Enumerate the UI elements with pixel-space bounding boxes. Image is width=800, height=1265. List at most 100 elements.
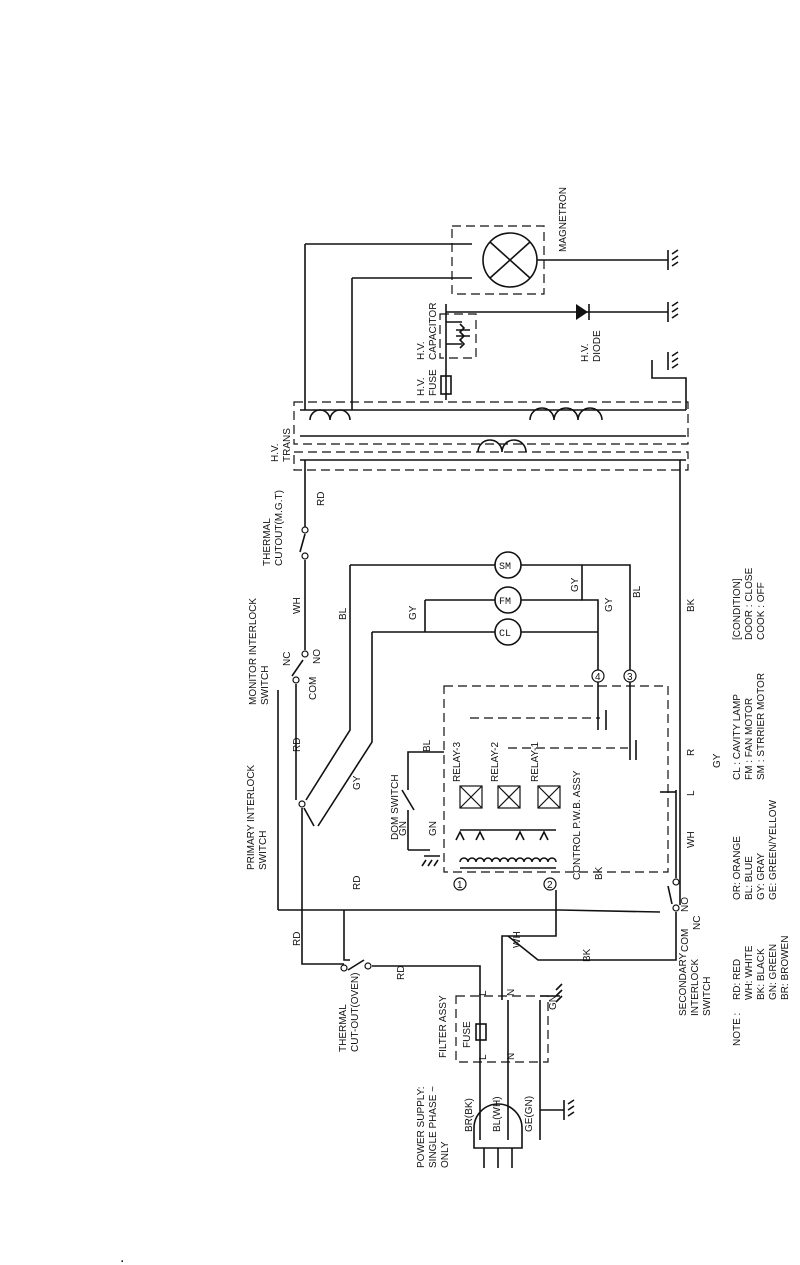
svg-text:H.V.: H.V.: [416, 341, 427, 360]
svg-text:H.V.: H.V.: [416, 377, 427, 396]
control-pwb: [443, 676, 669, 873]
svg-text:COOK : OFF: COOK : OFF: [756, 582, 767, 640]
svg-text:SM : STRRIER MOTOR: SM : STRRIER MOTOR: [756, 673, 767, 780]
svg-text:THERMAL: THERMAL: [262, 518, 273, 566]
svg-text:BK: BK: [582, 948, 593, 962]
svg-text:CUTOUT(M.G.T): CUTOUT(M.G.T): [274, 490, 285, 566]
svg-text:1: 1: [457, 880, 463, 891]
svg-text:OR: ORANGE: OR: ORANGE: [732, 836, 743, 900]
svg-text:GN: GN: [428, 821, 439, 836]
svg-text:RD: RD: [292, 738, 303, 752]
filter-ground-icon: [540, 983, 563, 1003]
dom-switch-label: DOM SWITCH: [390, 774, 401, 840]
svg-text:INTERLOCK: INTERLOCK: [690, 958, 701, 1016]
monitor-interlock-label: MONITOR INTERLOCK SWITCH: [248, 598, 271, 705]
relay-labels: RELAY-3 RELAY-2 RELAY-1 CONTROL P.W.B. A…: [452, 742, 583, 880]
capacitor-label: H.V. CAPACITOR: [416, 303, 439, 360]
svg-text:FUSE: FUSE: [462, 1021, 473, 1048]
monitor-interlock-switch: [291, 650, 309, 684]
wire-tags: RD WH BL GY GY GY BL BK RD GY BL GN GN R…: [282, 492, 723, 1132]
svg-text:WH: WH: [512, 931, 523, 948]
svg-text:DIODE: DIODE: [592, 330, 603, 362]
fan-motor: FM: [425, 586, 582, 614]
hv-diode: [446, 304, 668, 320]
diode-ground-icon: [667, 301, 679, 322]
svg-text:COM: COM: [308, 677, 319, 700]
svg-text:WH: WH: [292, 597, 303, 614]
svg-text:N: N: [506, 1053, 517, 1060]
svg-text:GY: GY: [604, 597, 615, 612]
svg-text:CL: CL: [499, 629, 511, 640]
svg-text:CUT-OUT(OVEN): CUT-OUT(OVEN): [350, 973, 361, 1052]
pwb-ground-icon: [421, 855, 440, 867]
svg-text:PRIMARY INTERLOCK: PRIMARY INTERLOCK: [246, 764, 257, 870]
legend-note: NOTE : RD: RED WH: WHITE BK: BLACK GN: G…: [732, 567, 791, 1046]
diode-label: H.V. DIODE: [580, 330, 603, 362]
svg-text:COM: COM: [680, 929, 691, 952]
svg-text:BK: BK: [594, 866, 605, 880]
pin-markers: 4 3 1 2: [453, 669, 637, 891]
svg-text:GN: GREEN: GN: GREEN: [768, 944, 779, 1000]
primary-interlock-label: PRIMARY INTERLOCK SWITCH: [246, 764, 269, 870]
svg-text:RELAY-3: RELAY-3: [452, 742, 463, 782]
svg-text:THERMAL: THERMAL: [338, 1004, 349, 1052]
svg-text:BL: BL: [632, 585, 643, 598]
svg-text:BR(BK): BR(BK): [464, 1098, 475, 1132]
svg-text:NO: NO: [312, 649, 323, 664]
svg-text:SINGLE PHASE ~: SINGLE PHASE ~: [428, 1086, 439, 1168]
dom-switch: [401, 751, 444, 851]
svg-text:GY: GY: [408, 605, 419, 620]
svg-text:2: 2: [547, 880, 553, 891]
thermal-cutout-mgt: [299, 460, 309, 650]
svg-text:3: 3: [627, 672, 633, 683]
svg-text:H.V.: H.V.: [270, 443, 281, 462]
svg-text:NOTE :: NOTE :: [732, 1013, 743, 1046]
svg-text:SWITCH: SWITCH: [702, 977, 713, 1016]
svg-text:GY: GY: [712, 753, 723, 768]
svg-text:GN: GN: [548, 995, 559, 1010]
svg-text:BL: BL: [422, 739, 433, 752]
svg-text:GE: GREEN/YELLOW: GE: GREEN/YELLOW: [768, 799, 779, 900]
magnetron-ground-icon: [667, 249, 679, 270]
trans-label: H.V. TRANS: [270, 428, 293, 462]
svg-text:RD: RD: [352, 876, 363, 890]
svg-text:BK: BK: [686, 598, 697, 612]
stirrer-motor: SM: [350, 551, 582, 579]
thermal-mgt-label: THERMAL CUTOUT(M.G.T): [262, 490, 285, 566]
filter-assembly: [455, 995, 549, 1140]
filter-labels: FILTER ASSY FUSE: [438, 995, 473, 1058]
svg-text:SWITCH: SWITCH: [258, 831, 269, 870]
hv-fuse: [440, 375, 452, 395]
svg-text:RELAY-2: RELAY-2: [490, 742, 501, 782]
svg-text:GY: GY: [570, 577, 581, 592]
svg-text:FILTER ASSY: FILTER ASSY: [438, 995, 449, 1058]
svg-text:BK: BLACK: BK: BLACK: [756, 948, 767, 1000]
trans-ground-icon: [651, 351, 687, 410]
svg-text:SECONDARY: SECONDARY: [678, 953, 689, 1016]
svg-text:WH: WH: [686, 831, 697, 848]
svg-text:L: L: [478, 1054, 489, 1060]
svg-text:H.V.: H.V.: [580, 343, 591, 362]
primary-interlock-switch: [298, 800, 315, 910]
footer-mark: .: [120, 1249, 124, 1265]
svg-text:4: 4: [595, 672, 601, 683]
svg-text:FUSE: FUSE: [428, 369, 439, 396]
svg-text:MONITOR INTERLOCK: MONITOR INTERLOCK: [248, 598, 259, 705]
hv-transformer: [293, 401, 689, 471]
svg-text:BR: BROWEN: BR: BROWEN: [780, 936, 791, 1000]
svg-text:NO: NO: [680, 897, 691, 912]
svg-text:NC: NC: [692, 916, 703, 930]
svg-text:RD: RD: [396, 966, 407, 980]
secondary-interlock-switch: [660, 790, 680, 912]
svg-text:R: R: [686, 749, 697, 756]
svg-text:RD: RED: RD: RED: [732, 959, 743, 1000]
hv-fuse-label: H.V. FUSE: [416, 369, 439, 396]
magnetron: [451, 225, 668, 295]
svg-text:CONTROL P.W.B. ASSY: CONTROL P.W.B. ASSY: [572, 770, 583, 880]
svg-text:DOOR : CLOSE: DOOR : CLOSE: [744, 567, 755, 640]
svg-text:CAPACITOR: CAPACITOR: [428, 303, 439, 360]
svg-text:L: L: [686, 790, 697, 796]
svg-text:SWITCH: SWITCH: [260, 666, 271, 705]
svg-text:RD: RD: [292, 932, 303, 946]
svg-text:POWER SUPPLY:: POWER SUPPLY:: [416, 1086, 427, 1168]
